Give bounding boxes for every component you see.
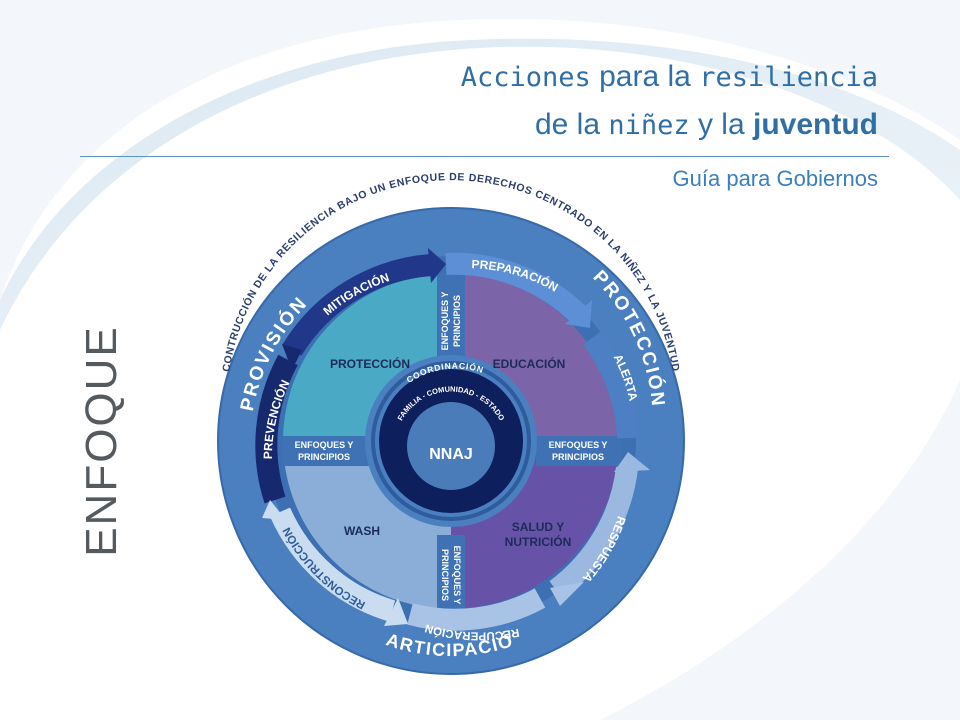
preparacion-arrow — [445, 252, 588, 324]
reconstruccion-arrow-head — [384, 598, 408, 626]
title-word-juventud: juventud — [753, 108, 878, 141]
approach-band-left — [283, 436, 371, 466]
sector-label-salud-2: NUTRICIÓN — [505, 534, 572, 549]
sector-label-wash: WASH — [344, 524, 380, 538]
mitigacion-arrow-head — [428, 248, 446, 283]
prevencion-arrow — [255, 354, 298, 504]
title-word-acciones: Acciones — [460, 62, 591, 93]
respuesta-arrow-head — [614, 452, 650, 472]
sector-label-salud-1: SALUD Y — [512, 520, 564, 534]
prevencion-arrow-tip — [282, 344, 302, 370]
approach-bottom-line-2: PRINCIPIOS — [440, 549, 450, 601]
recuperacion-arrow-head — [550, 582, 584, 606]
title-words-para-la: para la — [590, 60, 700, 93]
title-words-de-la: de la — [534, 108, 609, 141]
approach-right-line-1: ENFOQUES Y — [549, 440, 608, 450]
approach-left-line-1: ENFOQUES Y — [295, 440, 354, 450]
prevencion-arrow-head — [262, 500, 286, 520]
title-divider — [80, 156, 889, 157]
recuperacion-arrow — [407, 588, 546, 631]
approach-top-line-1: ENFOQUES Y — [440, 292, 450, 351]
outer-ring-rim — [217, 207, 685, 675]
center-label: NNAJ — [429, 446, 473, 463]
approach-band-bottom — [437, 535, 465, 611]
alerta-arrow — [583, 331, 639, 439]
title-word-resiliencia: resiliencia — [699, 62, 878, 93]
approach-right-line-2: PRINCIPIOS — [552, 452, 604, 462]
page-title-line-2: de la niñez y la juventud — [535, 110, 878, 140]
approach-band-top — [437, 273, 465, 369]
sector-label-proteccion: PROTECCIÓN — [330, 356, 410, 371]
title-word-ninez: niñez — [608, 110, 690, 141]
approach-top-line-2: PRINCIPIOS — [452, 295, 462, 347]
preparacion-arrow-head — [565, 300, 592, 328]
title-words-y-la: y la — [689, 108, 753, 141]
approach-left-line-2: PRINCIPIOS — [298, 452, 350, 462]
center-core — [407, 402, 495, 490]
approach-bottom-line-1: ENFOQUES Y — [452, 546, 462, 605]
approach-band-right — [536, 436, 622, 466]
sector-label-educacion: EDUCACIÓN — [493, 356, 566, 371]
page-subtitle: Guía para Gobiernos — [672, 166, 878, 191]
page-title-line-1: Acciones para la resiliencia — [461, 62, 878, 92]
respuesta-arrow — [549, 466, 638, 599]
mitigacion-arrow — [282, 254, 433, 356]
coordination-ring-line — [371, 361, 531, 521]
reconstruccion-arrow — [269, 507, 396, 622]
